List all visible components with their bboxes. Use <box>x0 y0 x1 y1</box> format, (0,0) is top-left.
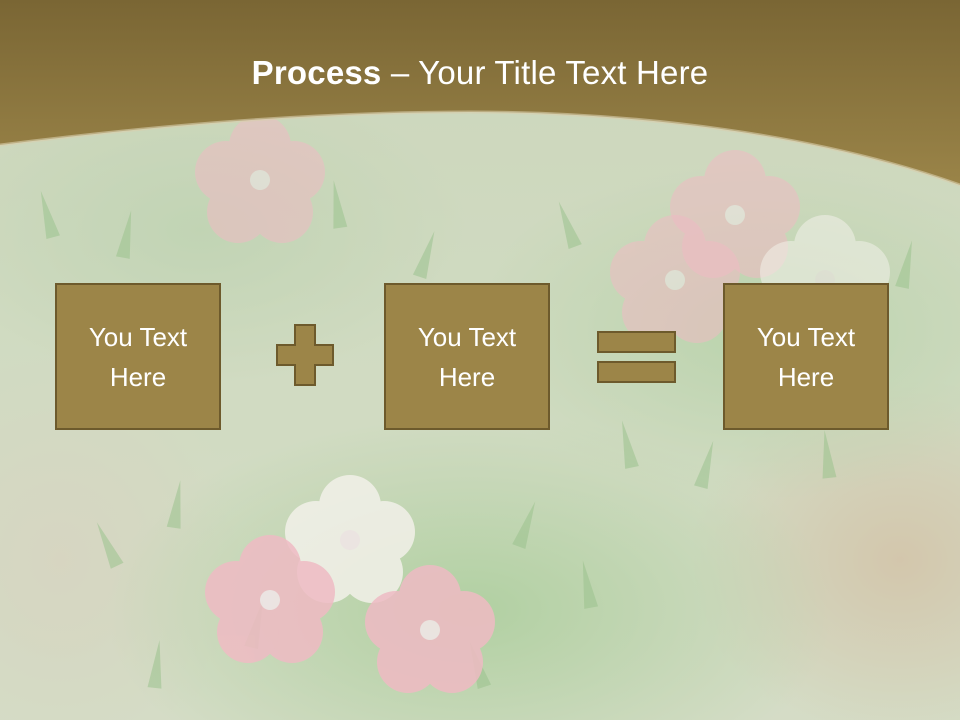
process-box-label: You Text Here <box>88 321 188 392</box>
process-box-1[interactable]: You Text Here <box>55 283 221 430</box>
process-box-2[interactable]: You Text Here <box>384 283 550 430</box>
process-box-3[interactable]: You Text Here <box>723 283 889 430</box>
flower-decoration <box>285 475 415 605</box>
flower-decoration <box>365 565 495 695</box>
slide-title: Process – Your Title Text Here <box>0 54 960 92</box>
header-band: Process – Your Title Text Here <box>0 0 960 200</box>
title-rest-text: – Your Title Text Here <box>381 54 709 91</box>
flower-decoration <box>610 215 740 345</box>
title-bold-text: Process <box>251 54 382 91</box>
process-box-label: You Text Here <box>417 321 517 392</box>
equals-icon <box>597 331 676 383</box>
plus-icon <box>276 324 334 386</box>
process-box-label: You Text Here <box>756 321 856 392</box>
flower-decoration <box>205 535 335 665</box>
